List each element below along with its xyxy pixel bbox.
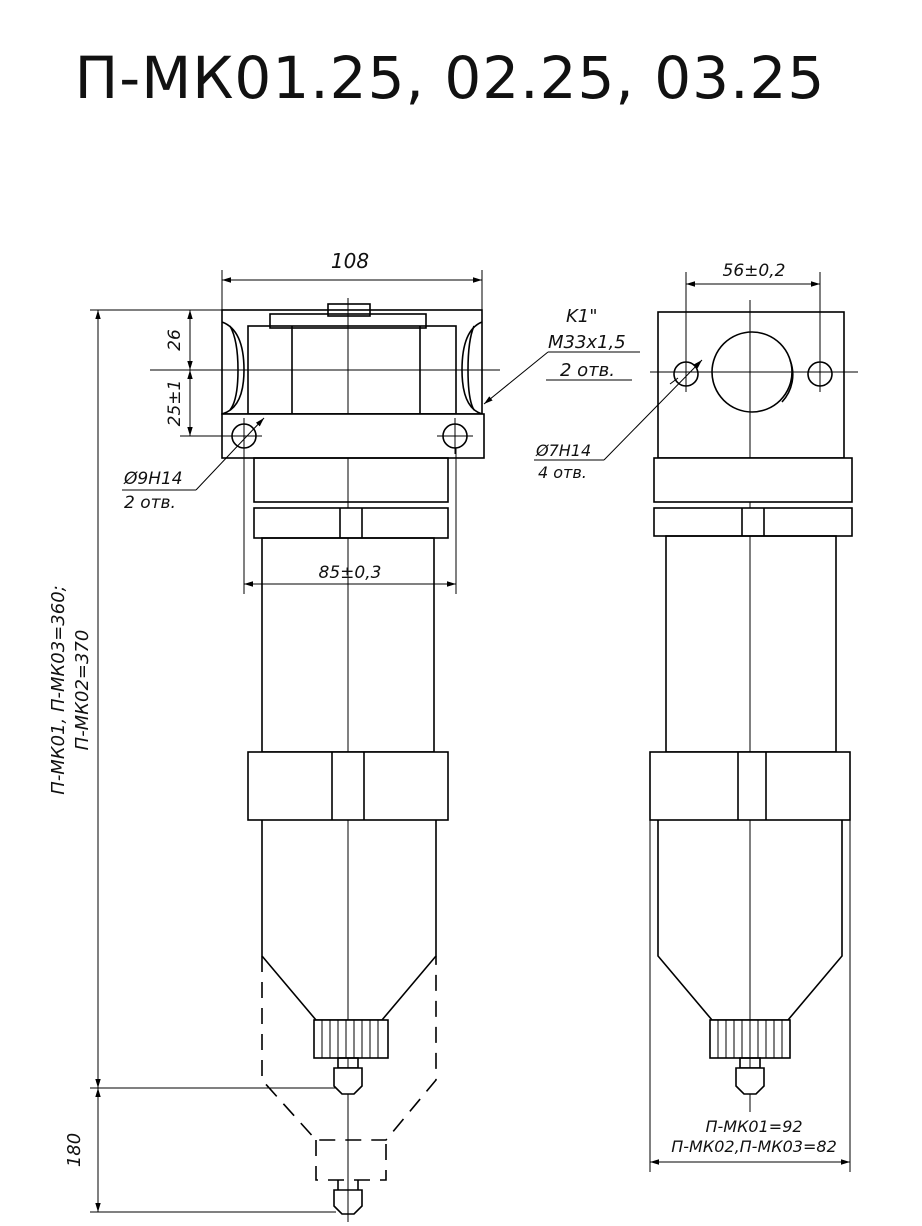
- front-dimensions: 108 26 25±1 Ø9H14 2 отв. 85±0,3 K1": [48, 249, 640, 1213]
- front-drain-knurl: [313, 1019, 389, 1059]
- dim-spacing-56: 56±0,2: [723, 261, 786, 281]
- front-nut: [253, 507, 449, 539]
- side-nut: [653, 507, 853, 537]
- dim-width-front: 108: [331, 249, 369, 273]
- front-drain-nipple: [333, 1067, 363, 1095]
- side-body: [665, 535, 837, 753]
- dim-spacing-85: 85±0,3: [319, 563, 382, 583]
- front-head-top: [269, 313, 427, 329]
- side-drain-nipple: [735, 1067, 765, 1095]
- front-bowl: [261, 820, 437, 1021]
- dim-width-side-1: П-МК01=92: [705, 1117, 802, 1136]
- dim-total-height-1: П-МК01, П-МК03=360;: [48, 585, 69, 794]
- label-thread-m: М33х1,5: [548, 332, 626, 353]
- page-title: П-МК01.25, 02.25, 03.25: [74, 44, 826, 112]
- front-view: [221, 298, 485, 1222]
- front-bowl-removed-dashed: [261, 956, 437, 1141]
- dim-height-26: 26: [165, 329, 185, 351]
- front-drain-removed-dashed: [315, 1140, 387, 1181]
- front-drain-removed-nipple: [333, 1189, 363, 1215]
- dim-width-side-2: П-МК02,П-МК03=82: [671, 1137, 837, 1156]
- front-left-port-inner: [229, 325, 239, 411]
- side-port-arc: [781, 359, 794, 403]
- front-right-port: [461, 321, 483, 415]
- side-bowl-ring: [649, 751, 851, 821]
- label-holes-front: Ø9H14: [123, 469, 183, 489]
- dim-total-height-2: П-МК02=370: [72, 630, 93, 751]
- dim-removal-height: 180: [64, 1133, 85, 1167]
- front-head-cap: [327, 303, 371, 317]
- front-left-port: [221, 321, 245, 415]
- label-holes-front-count: 2 отв.: [124, 493, 176, 513]
- front-bowl-ring: [247, 751, 449, 821]
- side-view: [649, 300, 858, 1112]
- label-holes-side: Ø7H14: [535, 441, 591, 460]
- front-neck: [253, 457, 449, 503]
- label-thread-count: 2 отв.: [560, 360, 615, 381]
- label-holes-side-count: 4 отв.: [538, 463, 587, 482]
- dim-height-25: 25±1: [165, 380, 185, 427]
- side-dimensions: 56±0,2 Ø7H14 4 отв. П-МК01=92 П-МК02,П-М…: [534, 261, 851, 1172]
- side-neck-ring: [653, 457, 853, 503]
- front-right-port-inner: [467, 325, 475, 411]
- label-thread-k: K1": [566, 306, 598, 327]
